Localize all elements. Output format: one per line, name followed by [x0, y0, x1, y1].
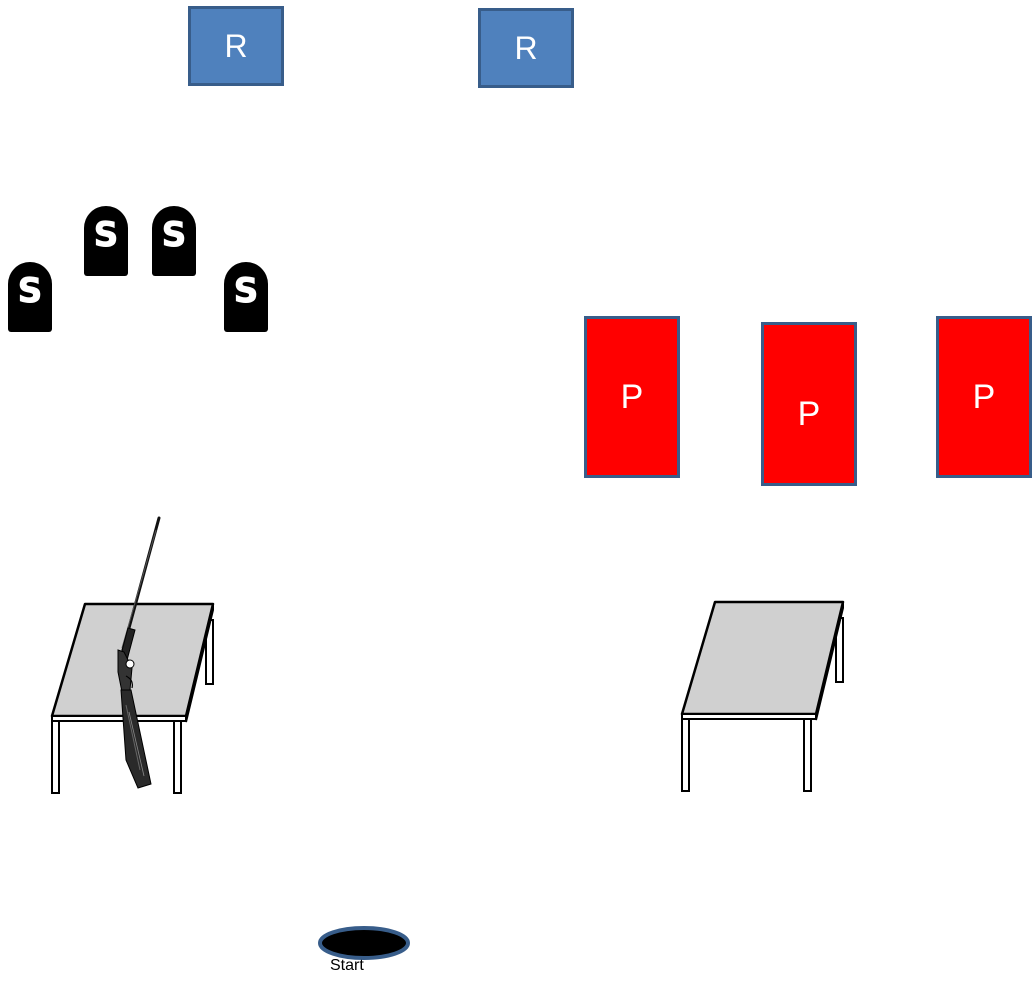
steel-target: S	[8, 262, 52, 332]
table-leg	[803, 718, 812, 792]
steel-target-label: S	[161, 215, 187, 256]
steel-target-label: S	[17, 271, 43, 312]
steel-target-label: S	[233, 271, 259, 312]
table-leg	[681, 718, 690, 792]
table-leg	[173, 720, 182, 794]
pistol-target-label: P	[972, 377, 996, 416]
table-left	[50, 602, 215, 794]
pistol-target-label: P	[797, 394, 821, 433]
rifle-target-label: R	[224, 27, 248, 64]
table-edge	[681, 713, 817, 720]
table-edge	[51, 715, 187, 722]
start-label: Start	[330, 957, 364, 974]
rifle-target: R	[478, 8, 574, 88]
pistol-target: P	[584, 316, 680, 478]
table-leg	[51, 720, 60, 794]
steel-target: S	[224, 262, 268, 332]
pistol-target: P	[761, 322, 857, 486]
start-marker	[318, 926, 410, 960]
steel-target: S	[152, 206, 196, 276]
rifle-target: R	[188, 6, 284, 86]
pistol-target-label: P	[620, 377, 644, 416]
steel-target: S	[84, 206, 128, 276]
table-top	[680, 600, 845, 716]
pistol-target: P	[936, 316, 1032, 478]
rifle-icon	[117, 516, 161, 789]
rifle-target-label: R	[514, 29, 538, 66]
steel-target-label: S	[93, 215, 119, 256]
table-right	[680, 600, 845, 792]
